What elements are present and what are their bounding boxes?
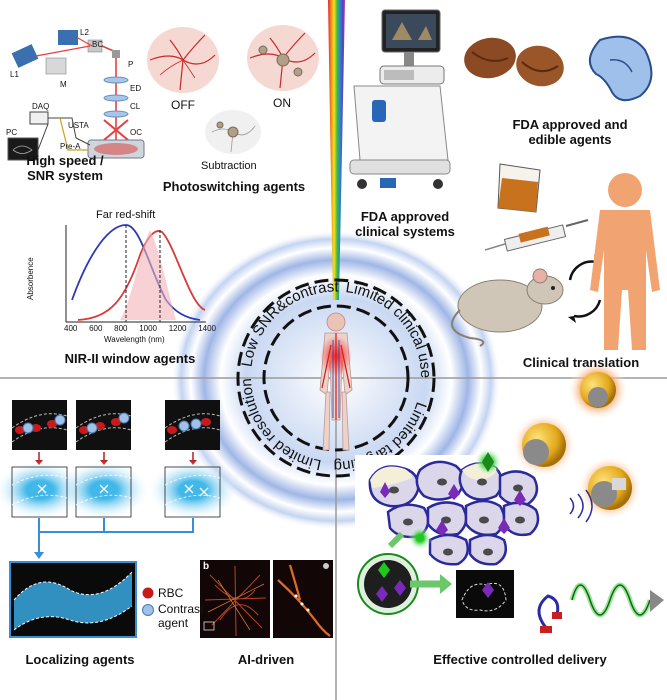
blue-organ-icon <box>589 35 653 102</box>
setup-label-prea: Pre-A <box>60 142 81 151</box>
ai-panel-tag: b <box>203 561 210 572</box>
setup-label-pc: PC <box>6 128 18 137</box>
nir-tick-600: 600 <box>89 324 103 333</box>
glass-icon <box>497 163 541 213</box>
nir-tick-1200: 1200 <box>168 324 187 333</box>
localizing-label: Localizing agents <box>25 652 135 667</box>
far-red-shift-annotation: Far red-shift <box>96 209 156 221</box>
nir-tick-400: 400 <box>64 324 78 333</box>
mouse-icon <box>451 268 564 347</box>
legend-rbc: RBC <box>158 586 184 600</box>
nir-spectrum-plot <box>65 224 206 323</box>
syringe-icon <box>484 219 589 252</box>
nir-label: NIR-II window agents <box>64 351 196 366</box>
setup-label-p: P <box>128 60 134 69</box>
legend-contrast-line2: agent <box>158 615 189 630</box>
legend-contrast-line1: Contrast <box>158 602 204 616</box>
fda-agents-label: FDA approved and edible agents <box>500 117 640 148</box>
subtraction-label: Subtraction <box>201 160 257 172</box>
high-speed-setup <box>7 30 145 161</box>
fda-systems-label-line1: FDA approved <box>360 209 450 224</box>
human-silhouette-icon <box>590 173 660 350</box>
setup-label-ed: ED <box>130 84 142 93</box>
setup-label-m: M <box>60 80 67 89</box>
ultrasound-machine-icon <box>349 9 451 189</box>
photoswitching-images <box>147 25 319 154</box>
ai-driven-images <box>200 560 333 638</box>
ai-label: AI-driven <box>237 652 295 667</box>
high-speed-label-line1: High speed / <box>26 153 104 168</box>
nir-ylabel: Absorbence <box>26 257 35 300</box>
fda-systems-label-line2: clinical systems <box>355 223 455 239</box>
nir-tick-800: 800 <box>114 324 128 333</box>
human-body-icon <box>319 312 353 451</box>
high-speed-label: High speed / SNR system <box>0 153 130 184</box>
photoswitching-label: Photoswitching agents <box>162 179 306 194</box>
translation-arrows-icon <box>568 255 602 323</box>
fda-agents-label-line1: FDA approved and <box>512 117 628 132</box>
nir-xlabel: Wavelength (nm) <box>104 335 165 344</box>
clinical-translation-label: Clinical translation <box>522 355 640 370</box>
setup-label-usta: USTA <box>68 121 89 130</box>
setup-label-oc: OC <box>130 128 142 137</box>
localizing-panels <box>0 400 239 638</box>
delivery-label: Effective controlled delivery <box>433 652 607 667</box>
setup-label-bc: BC <box>92 40 104 49</box>
on-label: ON <box>273 96 291 110</box>
setup-label-daq: DAQ <box>32 102 50 111</box>
delivery-illustration <box>355 360 664 633</box>
coffee-beans-icon <box>464 37 564 87</box>
setup-label-l2: L2 <box>80 28 89 37</box>
fda-systems-label: FDA approved clinical systems <box>345 209 465 240</box>
legend-contrast: Contrast agent <box>158 602 204 631</box>
nir-tick-1000: 1000 <box>139 324 157 333</box>
off-label: OFF <box>171 98 195 112</box>
inner-dashed-ring <box>262 304 410 452</box>
nir-tick-1400: 1400 <box>198 324 216 333</box>
fda-agents-label-line2: edible agents <box>528 131 612 147</box>
setup-label-l1: L1 <box>10 70 19 79</box>
setup-label-cl: CL <box>130 102 141 111</box>
high-speed-label-line2: SNR system <box>27 167 103 183</box>
nir-ticks: 400 600 800 1000 1200 1400 <box>64 324 216 333</box>
rainbow-beam <box>328 0 345 300</box>
outer-dashed-ring <box>236 278 436 478</box>
